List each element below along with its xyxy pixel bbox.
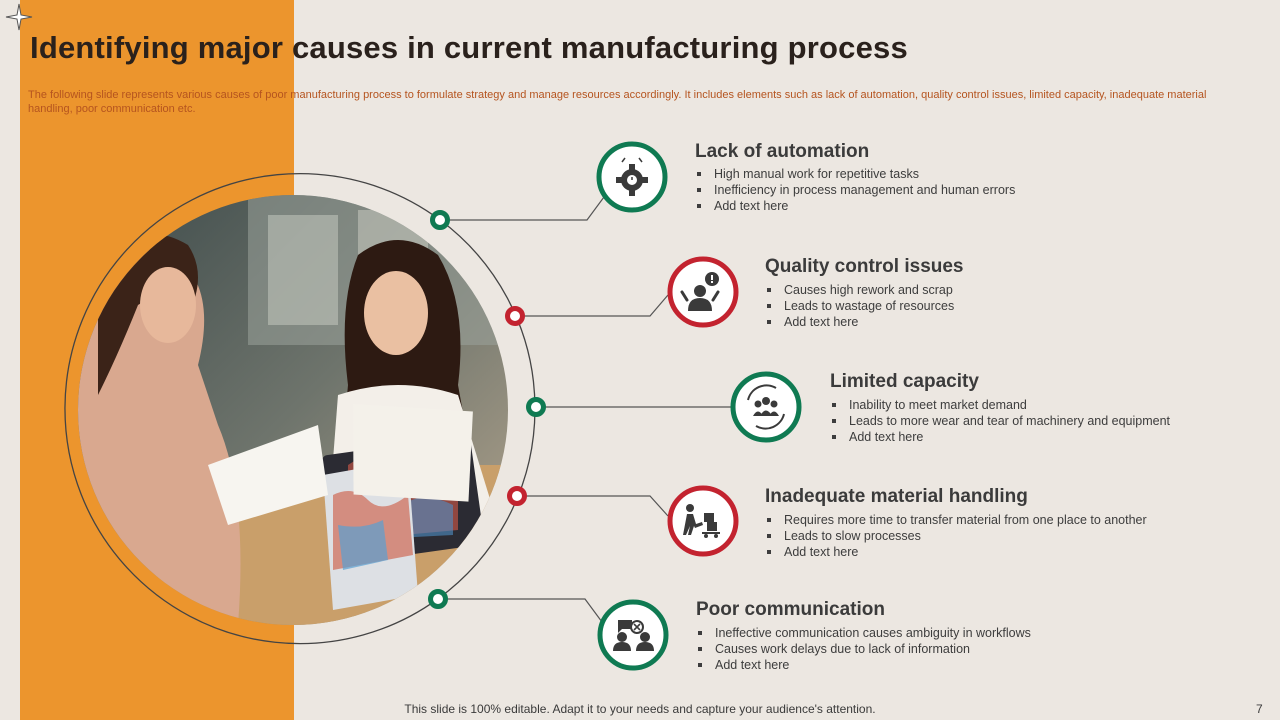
chat-blocked-icon [597, 599, 669, 671]
arc-nodes [428, 210, 546, 609]
slide-subtitle: The following slide represents various c… [28, 89, 1207, 115]
limited-capacity-title: Limited capacity [830, 371, 979, 392]
meeting-photo [78, 195, 508, 625]
bullet-item: Leads to slow processes [765, 528, 1147, 544]
bullet-item: Causes work delays due to lack of inform… [696, 641, 1031, 657]
bullet-item: Inefficiency in process management and h… [695, 182, 1015, 198]
connector-lines [445, 196, 731, 623]
bullet-item: High manual work for repetitive tasks [695, 166, 1015, 182]
bullet-item: Leads to wastage of resources [765, 298, 954, 314]
footer-note: This slide is 100% editable. Adapt it to… [404, 702, 876, 716]
bullet-item: Leads to more wear and tear of machinery… [830, 413, 1170, 429]
poor-communication-title: Poor communication [696, 599, 885, 620]
bullet-item: Add text here [830, 429, 1170, 445]
bullet-item: Add text here [696, 657, 1031, 673]
material-handling-title: Inadequate material handling [765, 486, 1028, 507]
bullet-item: Causes high rework and scrap [765, 282, 954, 298]
material-handling-bullets: Requires more time to transfer material … [765, 512, 1147, 560]
quality-control-title: Quality control issues [765, 256, 964, 277]
sparkle-icon [5, 3, 33, 31]
bullet-item: Add text here [765, 314, 954, 330]
quality-control-bullets: Causes high rework and scrap Leads to wa… [765, 282, 954, 330]
bullet-item: Add text here [695, 198, 1015, 214]
bullet-item: Ineffective communication causes ambigui… [696, 625, 1031, 641]
gear-clock-icon [596, 141, 668, 213]
page-number: 7 [1256, 702, 1263, 716]
bullet-item: Requires more time to transfer material … [765, 512, 1147, 528]
slide-title: Identifying major causes in current manu… [30, 30, 908, 65]
team-cycle-icon [730, 371, 802, 443]
lack-of-automation-bullets: High manual work for repetitive tasks In… [695, 166, 1015, 214]
limited-capacity-bullets: Inability to meet market demand Leads to… [830, 397, 1170, 445]
bullet-item: Inability to meet market demand [830, 397, 1170, 413]
person-alert-icon [667, 256, 739, 328]
worker-trolley-icon [667, 485, 739, 557]
bullet-item: Add text here [765, 544, 1147, 560]
poor-communication-bullets: Ineffective communication causes ambigui… [696, 625, 1031, 673]
lack-of-automation-title: Lack of automation [695, 141, 870, 162]
